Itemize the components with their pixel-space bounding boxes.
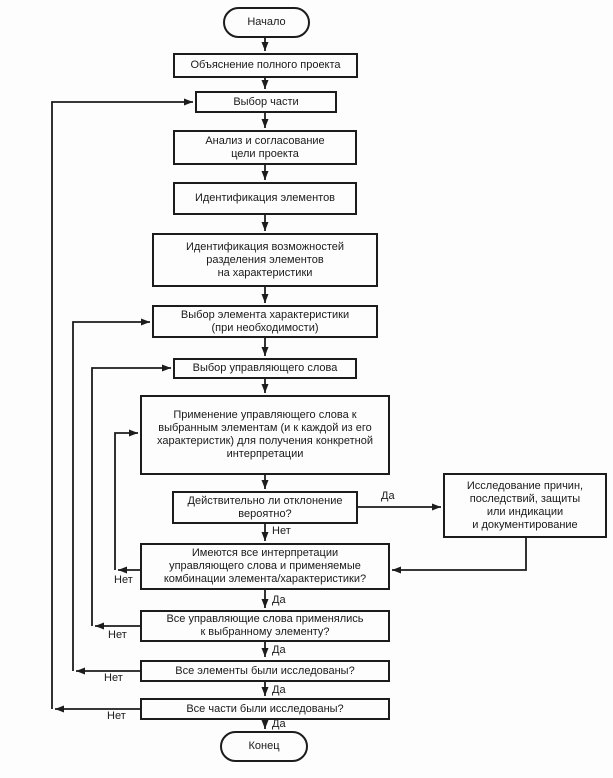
node-investigate-causes: Исследование причин, последствий, защиты…	[443, 473, 607, 538]
node-select-part: Выбор части	[195, 91, 337, 113]
node-decision-deviation-likely: Действительно ли отклонение вероятно?	[172, 491, 358, 524]
node-select-guide-word: Выбор управляющего слова	[173, 358, 357, 379]
node-select-element-characteristic: Выбор элемента характеристики (при необх…	[152, 305, 378, 338]
node-apply-guide-word: Применение управляющего слова к выбранны…	[140, 395, 390, 475]
node-analyze-goal: Анализ и согласование цели проекта	[173, 130, 357, 165]
node-decision-all-elements: Все элементы были исследованы?	[140, 660, 390, 682]
node-decision-all-parts: Все части были исследованы?	[140, 698, 390, 720]
node-identify-elements: Идентификация элементов	[173, 182, 357, 215]
edge-label-no: Нет	[104, 672, 123, 684]
edge-label-no: Нет	[114, 574, 133, 586]
edge-label-yes: Да	[272, 684, 286, 696]
edge-label-no: Нет	[108, 629, 127, 641]
node-decision-all-interpretations: Имеются все интерпретации управляющего с…	[140, 543, 390, 590]
node-explain-project: Объяснение полного проекта	[173, 53, 358, 78]
node-start-terminator: Начало	[223, 7, 310, 38]
edge-label-yes: Да	[272, 718, 286, 730]
edge-label-no: Нет	[272, 525, 291, 537]
edge-label-no: Нет	[107, 710, 126, 722]
edge-label-yes: Да	[272, 594, 286, 606]
edge-label-yes: Да	[272, 644, 286, 656]
node-decision-all-guide-words: Все управляющие слова применялись к выбр…	[140, 610, 390, 642]
edge-label-yes: Да	[381, 490, 395, 502]
node-end-terminator: Конец	[220, 731, 308, 762]
node-identify-split-possibilities: Идентификация возможностей разделения эл…	[152, 233, 378, 287]
